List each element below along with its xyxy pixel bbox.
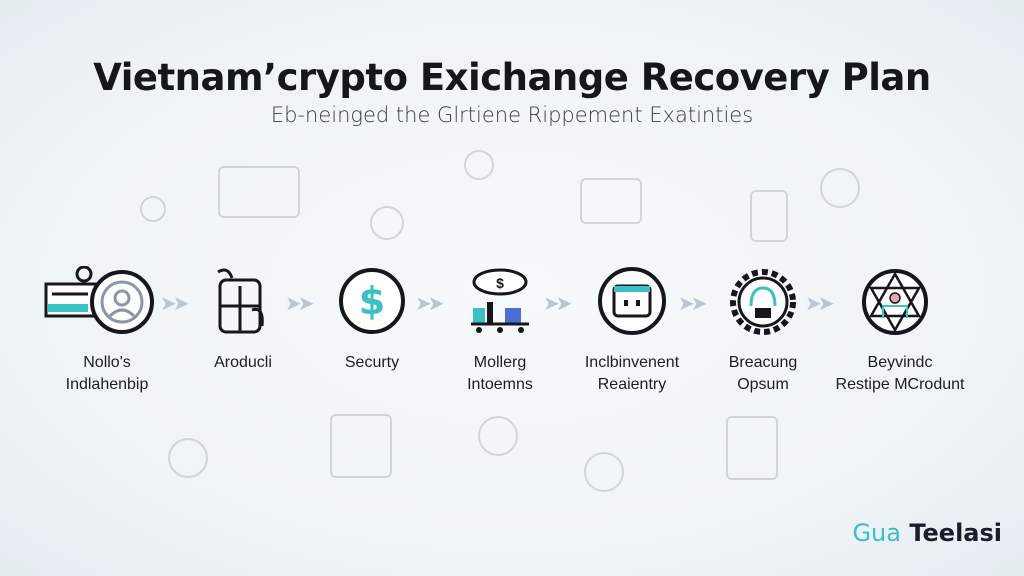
gear-icon — [730, 269, 796, 335]
page-title: Vietnam’crypto Exichange Recovery Plan — [93, 56, 931, 99]
step-6 — [693, 266, 833, 338]
faded-tablet-icon — [726, 416, 778, 480]
faded-coin-icon — [464, 150, 494, 180]
faded-coin-icon — [140, 196, 166, 222]
faded-money-icon — [218, 166, 300, 218]
arrow-icon: ➤➤ — [285, 293, 314, 315]
faded-target-icon — [330, 414, 392, 478]
step-4: $ — [430, 266, 570, 336]
step-3-label: Securty — [344, 354, 400, 371]
arrow-icon: ➤➤ — [415, 293, 444, 315]
brand-logo: Gua Teelasi — [852, 519, 1002, 547]
cart-icon: $ — [471, 268, 529, 333]
id-card-user-icon — [44, 266, 154, 334]
package-icon — [217, 268, 264, 334]
faded-gear-icon — [168, 438, 208, 478]
arrow-icon: ➤➤ — [678, 293, 707, 315]
faded-monitor-icon — [580, 178, 642, 224]
network-icon — [862, 269, 928, 335]
step-1 — [30, 266, 170, 336]
step-3: $ — [302, 266, 442, 336]
faded-document-icon — [750, 190, 788, 242]
dollar-coin-icon: $ — [339, 268, 405, 334]
step-2-label: Aroducli — [214, 354, 272, 371]
faded-gear-icon — [820, 168, 860, 208]
calendar-icon — [598, 267, 666, 335]
arrow-icon: ➤➤ — [160, 293, 189, 315]
step-7 — [825, 266, 965, 338]
step-2 — [173, 266, 313, 336]
svg-text:$: $ — [496, 275, 504, 291]
step-5 — [562, 266, 702, 336]
faded-coin-icon — [478, 416, 518, 456]
faded-coin-icon — [370, 206, 404, 240]
faded-gear-icon — [584, 452, 624, 492]
svg-text:$: $ — [359, 279, 385, 323]
page-subtitle: Eb-neinged the Glrtiene Rippement Exatin… — [270, 103, 754, 127]
arrow-icon: ➤➤ — [543, 293, 572, 315]
arrow-icon: ➤➤ — [805, 293, 834, 315]
